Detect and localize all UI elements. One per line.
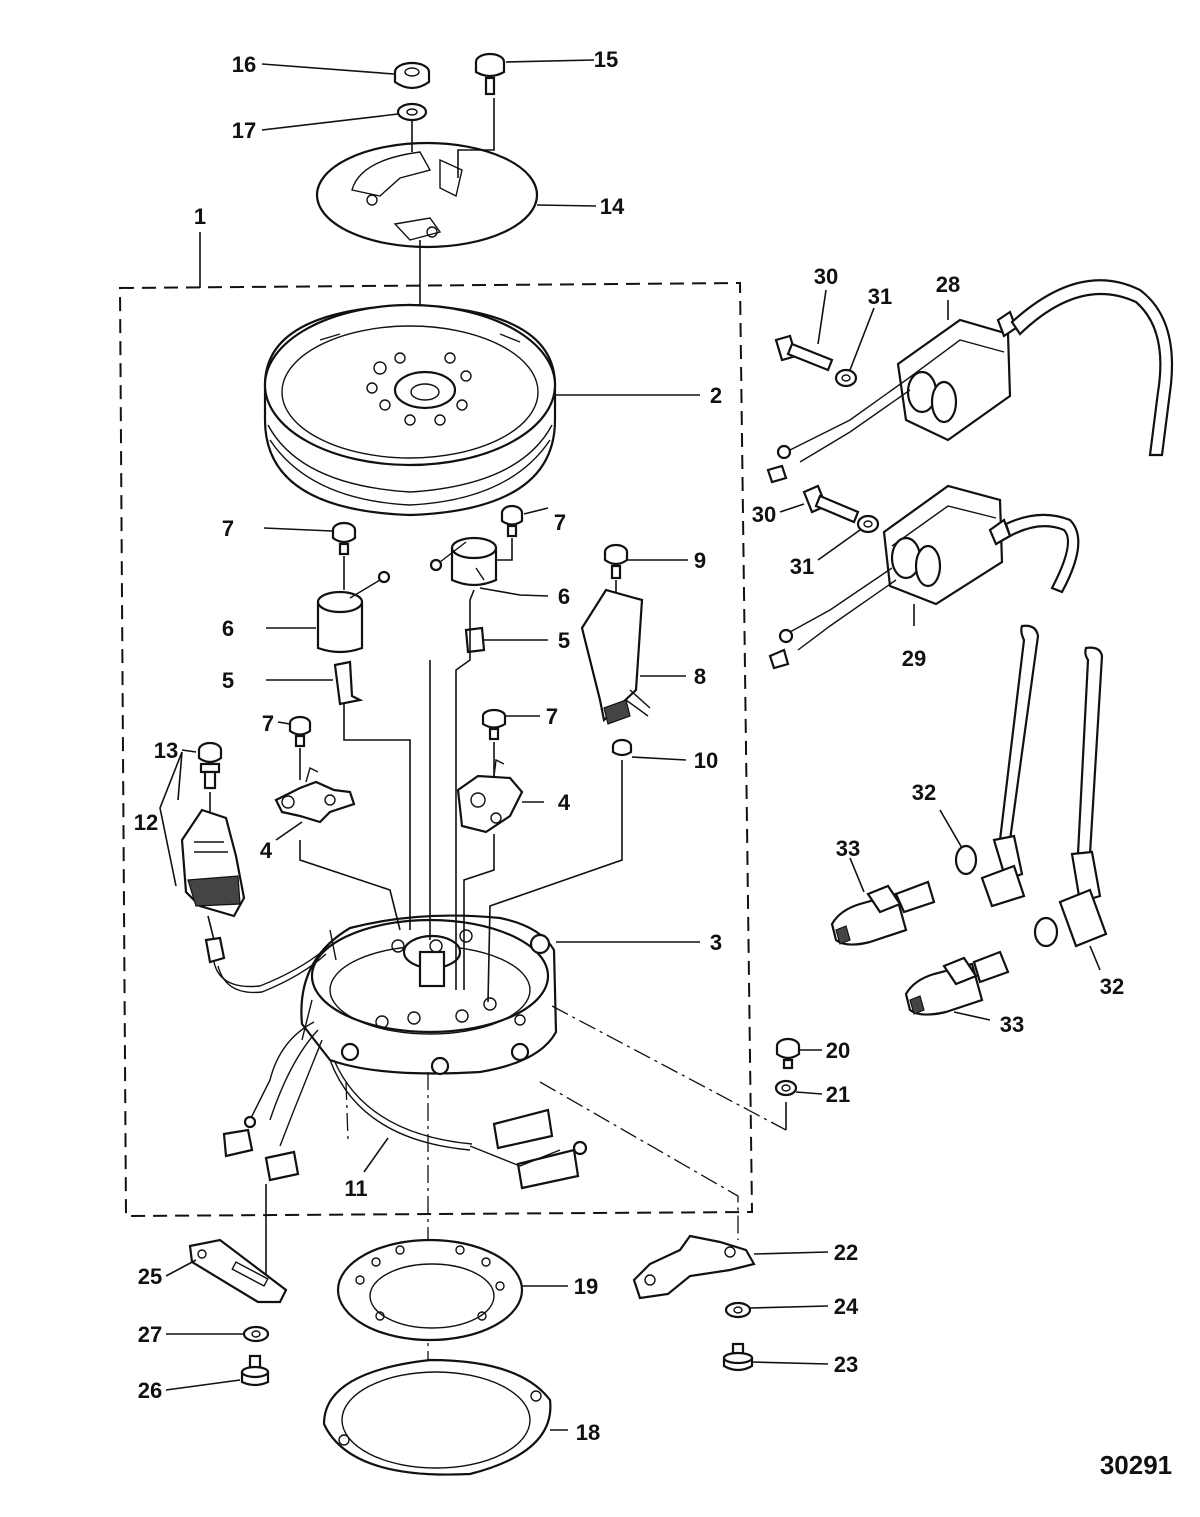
part-screw-left-upper[interactable] bbox=[331, 521, 357, 556]
part-condenser-center[interactable] bbox=[429, 536, 498, 587]
callout-14: 14 bbox=[600, 194, 625, 219]
callout-7-left-lower: 7 bbox=[262, 711, 274, 736]
drawing-number: 30291 bbox=[1100, 1450, 1172, 1480]
callout-18: 18 bbox=[576, 1420, 600, 1445]
part-gasket-ring[interactable] bbox=[322, 1358, 552, 1476]
callout-29: 29 bbox=[902, 646, 926, 671]
part-stator-plate[interactable] bbox=[300, 914, 558, 1076]
part-screw-coil[interactable] bbox=[197, 741, 223, 790]
part-spark-plug-boot-lower[interactable] bbox=[1033, 850, 1108, 948]
callout-6-center: 6 bbox=[558, 584, 570, 609]
callout-31-upper: 31 bbox=[868, 284, 892, 309]
callout-33-upper: 33 bbox=[836, 836, 860, 861]
callout-15: 15 bbox=[594, 47, 618, 72]
callout-3: 3 bbox=[710, 930, 722, 955]
callout-9: 9 bbox=[694, 548, 706, 573]
callout-12: 12 bbox=[134, 810, 158, 835]
part-screw-left-lower[interactable] bbox=[288, 715, 312, 748]
part-cam-plate[interactable] bbox=[315, 141, 539, 249]
callout-11: 11 bbox=[344, 1176, 367, 1201]
callout-8: 8 bbox=[694, 664, 706, 689]
part-spark-plug-boot-upper[interactable] bbox=[954, 834, 1026, 908]
callout-5-left: 5 bbox=[222, 668, 234, 693]
part-screw-center-upper[interactable] bbox=[500, 504, 524, 538]
part-screw-center-lower[interactable] bbox=[481, 708, 507, 741]
callout-28: 28 bbox=[936, 272, 960, 297]
callout-6-left: 6 bbox=[222, 616, 234, 641]
part-breaker-point-left[interactable] bbox=[274, 766, 356, 824]
callout-24: 24 bbox=[834, 1294, 859, 1319]
callout-20: 20 bbox=[826, 1038, 850, 1063]
part-washer-lower-right[interactable] bbox=[724, 1301, 752, 1319]
callout-27: 27 bbox=[138, 1322, 162, 1347]
part-flywheel[interactable] bbox=[263, 303, 557, 517]
callout-10: 10 bbox=[694, 748, 718, 773]
callout-32-upper: 32 bbox=[912, 780, 936, 805]
part-screw-lower-left[interactable] bbox=[240, 1354, 270, 1387]
callout-16: 16 bbox=[232, 52, 256, 77]
part-bracket-right[interactable] bbox=[632, 1234, 756, 1300]
part-screw-right[interactable] bbox=[603, 543, 629, 580]
part-ignition-coil-upper[interactable] bbox=[766, 310, 1018, 484]
part-points-assembly[interactable] bbox=[580, 588, 651, 725]
part-wiring-harness[interactable] bbox=[213, 949, 588, 1190]
callout-31-lower: 31 bbox=[790, 554, 814, 579]
callout-21: 21 bbox=[826, 1082, 850, 1107]
part-bolt-coil-upper[interactable] bbox=[774, 334, 834, 372]
callout-7-center-upper: 7 bbox=[554, 510, 566, 535]
callout-22: 22 bbox=[834, 1240, 858, 1265]
part-washer-coil-lower[interactable] bbox=[856, 514, 880, 534]
part-cap[interactable] bbox=[611, 738, 633, 757]
part-charging-coil[interactable] bbox=[180, 808, 246, 918]
callout-17: 17 bbox=[232, 118, 256, 143]
callout-4-left: 4 bbox=[260, 838, 273, 863]
part-spark-plug-lower[interactable] bbox=[904, 950, 1010, 1016]
callout-25: 25 bbox=[138, 1264, 162, 1289]
callout-30-upper: 30 bbox=[814, 264, 838, 289]
part-spark-plug-upper[interactable] bbox=[830, 880, 936, 946]
part-screw-lower-right[interactable] bbox=[722, 1342, 754, 1372]
callout-7-left-upper: 7 bbox=[222, 516, 234, 541]
part-washer[interactable] bbox=[396, 102, 428, 122]
callout-23: 23 bbox=[834, 1352, 858, 1377]
callout-5-center: 5 bbox=[558, 628, 570, 653]
part-screw-small[interactable] bbox=[775, 1037, 801, 1070]
callout-26: 26 bbox=[138, 1378, 162, 1403]
callout-1: 1 bbox=[194, 204, 206, 229]
part-ignition-coil-lower[interactable] bbox=[768, 484, 1012, 670]
part-washer-lower-left[interactable] bbox=[242, 1325, 270, 1343]
callout-2: 2 bbox=[710, 383, 722, 408]
callout-13: 13 bbox=[154, 738, 178, 763]
part-clip-center[interactable] bbox=[464, 626, 486, 654]
callout-33-lower: 33 bbox=[1000, 1012, 1024, 1037]
callout-19: 19 bbox=[574, 1274, 598, 1299]
callout-7-center-lower: 7 bbox=[546, 704, 558, 729]
callout-32-lower: 32 bbox=[1100, 974, 1124, 999]
part-bolt-coil-lower[interactable] bbox=[802, 484, 860, 524]
part-clip-left[interactable] bbox=[333, 660, 364, 706]
part-condenser-left[interactable] bbox=[316, 570, 391, 654]
part-nut[interactable] bbox=[393, 61, 431, 90]
callout-4-center: 4 bbox=[558, 790, 571, 815]
part-bolt[interactable] bbox=[474, 52, 506, 96]
part-ring[interactable] bbox=[336, 1238, 524, 1342]
assembly-boundary bbox=[118, 281, 754, 1218]
part-lockwasher[interactable] bbox=[774, 1079, 798, 1097]
callout-30-lower: 30 bbox=[752, 502, 776, 527]
part-breaker-point-center[interactable] bbox=[456, 758, 524, 834]
part-bracket-left[interactable] bbox=[188, 1238, 288, 1304]
part-washer-coil-upper[interactable] bbox=[834, 368, 858, 388]
